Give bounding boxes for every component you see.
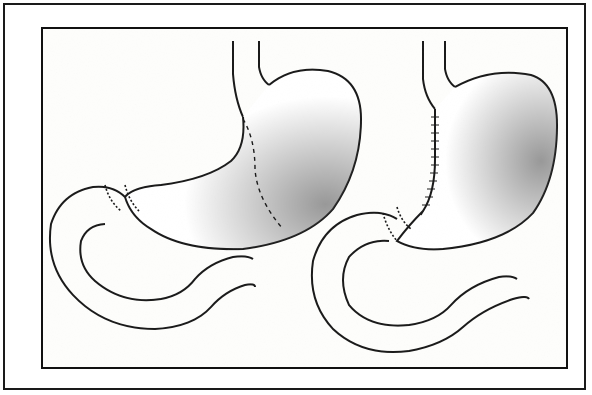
stomach-surgery-illustration xyxy=(41,27,568,369)
paper-grain xyxy=(43,29,566,367)
illustration-canvas xyxy=(43,29,566,367)
